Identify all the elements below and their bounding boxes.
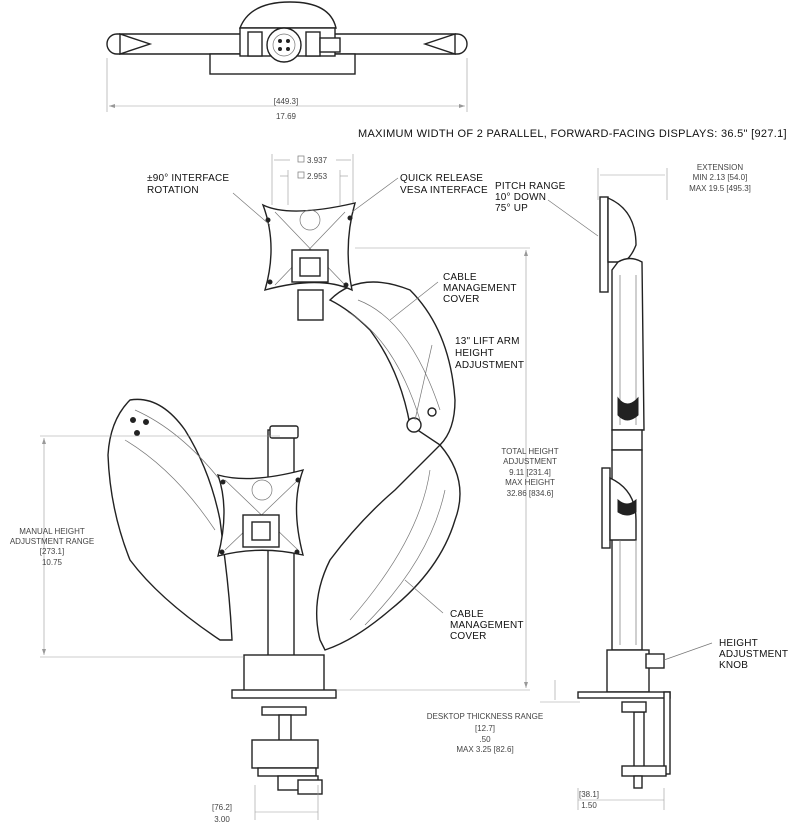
vesa-dim-large: 3.937 <box>307 156 328 165</box>
svg-text:QUICK RELEASE: QUICK RELEASE <box>400 173 483 184</box>
pitch-range-label: PITCH RANGE 10° DOWN 75° UP <box>495 181 566 214</box>
svg-text:10° DOWN: 10° DOWN <box>495 192 546 203</box>
svg-text:ADJUSTMENT: ADJUSTMENT <box>719 649 788 660</box>
svg-text:MANAGEMENT: MANAGEMENT <box>443 283 517 294</box>
svg-text:COVER: COVER <box>443 294 480 305</box>
svg-text:CABLE: CABLE <box>443 272 477 283</box>
side-view <box>540 168 713 810</box>
total-height-label: TOTAL HEIGHT ADJUSTMENT 9.11 [231.4] MAX… <box>501 447 558 498</box>
top-width-mm: [449.3] <box>274 97 298 106</box>
svg-text:HEIGHT: HEIGHT <box>455 348 494 359</box>
svg-text:COVER: COVER <box>450 631 487 642</box>
quick-release-label: QUICK RELEASE VESA INTERFACE <box>400 173 488 196</box>
svg-text:.50: .50 <box>479 735 491 744</box>
clamp-width-in: 3.00 <box>214 815 230 824</box>
svg-text:PITCH RANGE: PITCH RANGE <box>495 181 566 192</box>
top-view <box>106 1 468 112</box>
svg-text:CABLE: CABLE <box>450 609 484 620</box>
svg-text:ADJUSTMENT: ADJUSTMENT <box>503 457 557 466</box>
svg-text:ADJUSTMENT RANGE: ADJUSTMENT RANGE <box>10 537 94 546</box>
manual-height-label: MANUAL HEIGHT ADJUSTMENT RANGE [273.1] 1… <box>10 527 94 567</box>
height-knob-label: HEIGHT ADJUSTMENT KNOB <box>719 638 788 671</box>
svg-text:±90° INTERFACE: ±90° INTERFACE <box>147 173 229 184</box>
svg-text:MAX HEIGHT: MAX HEIGHT <box>505 478 555 487</box>
front-view <box>40 154 530 820</box>
clamp-width-mm: [76.2] <box>212 803 232 812</box>
svg-text:MANUAL HEIGHT: MANUAL HEIGHT <box>19 527 85 536</box>
base-dim-mm: [38.1] <box>579 790 599 799</box>
cable-cover-bottom-label: CABLE MANAGEMENT COVER <box>450 609 524 642</box>
svg-text:ADJUSTMENT: ADJUSTMENT <box>455 360 524 371</box>
svg-text:MAX 19.5 [495.3]: MAX 19.5 [495.3] <box>689 184 751 193</box>
svg-text:TOTAL HEIGHT: TOTAL HEIGHT <box>501 447 558 456</box>
desktop-thickness-label: DESKTOP THICKNESS RANGE [12.7] .50 MAX 3… <box>427 712 543 754</box>
svg-text:32.86 [834.6]: 32.86 [834.6] <box>507 489 554 498</box>
svg-text:KNOB: KNOB <box>719 660 748 671</box>
vesa-dim-small: 2.953 <box>307 172 328 181</box>
svg-text:10.75: 10.75 <box>42 558 63 567</box>
svg-text:ROTATION: ROTATION <box>147 185 199 196</box>
cable-cover-top-label: CABLE MANAGEMENT COVER <box>443 272 517 305</box>
svg-text:MIN 2.13 [54.0]: MIN 2.13 [54.0] <box>693 173 748 182</box>
svg-text:EXTENSION: EXTENSION <box>697 163 743 172</box>
extension-label: EXTENSION MIN 2.13 [54.0] MAX 19.5 [495.… <box>689 163 751 193</box>
svg-text:[12.7]: [12.7] <box>475 724 495 733</box>
svg-text:MAX 3.25 [82.6]: MAX 3.25 [82.6] <box>456 745 513 754</box>
svg-text:HEIGHT: HEIGHT <box>719 638 758 649</box>
rotation-label: ±90° INTERFACE ROTATION <box>147 173 229 196</box>
svg-text:9.11 [231.4]: 9.11 [231.4] <box>509 468 551 477</box>
top-width-in: 17.69 <box>276 112 297 121</box>
svg-text:13" LIFT ARM: 13" LIFT ARM <box>455 336 520 347</box>
lift-arm-label: 13" LIFT ARM HEIGHT ADJUSTMENT <box>455 336 524 371</box>
max-width-note: MAXIMUM WIDTH OF 2 PARALLEL, FORWARD-FAC… <box>358 128 787 140</box>
svg-text:MANAGEMENT: MANAGEMENT <box>450 620 524 631</box>
svg-text:DESKTOP THICKNESS RANGE: DESKTOP THICKNESS RANGE <box>427 712 543 721</box>
svg-text:VESA INTERFACE: VESA INTERFACE <box>400 185 488 196</box>
base-dim-in: 1.50 <box>581 801 597 810</box>
svg-text:75° UP: 75° UP <box>495 203 528 214</box>
svg-text:[273.1]: [273.1] <box>40 547 64 556</box>
